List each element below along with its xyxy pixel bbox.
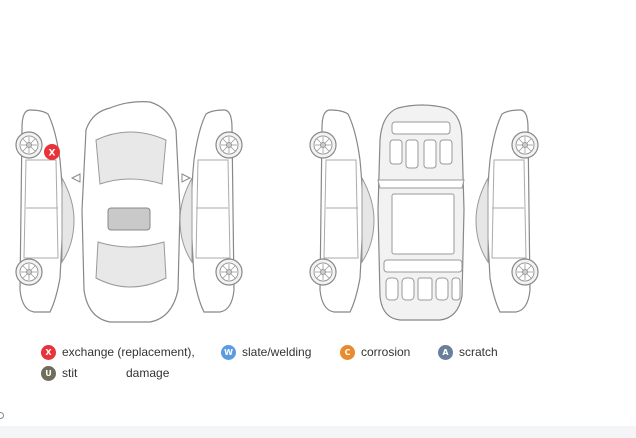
exchange-marker-letter: X	[49, 149, 56, 159]
legend-extra-label: damage	[126, 366, 170, 380]
corrosion-badge-icon: C	[340, 345, 355, 360]
car-frame-view	[377, 104, 465, 321]
legend-item-scratch: A scratch	[438, 345, 498, 360]
legend-label: slate/welding	[242, 345, 312, 359]
legend-item-corrosion: C corrosion	[340, 345, 410, 360]
front-wheel-icon	[511, 131, 539, 159]
bottom-bar	[0, 426, 636, 438]
car-left-side-view-1	[15, 109, 75, 313]
rear-wheel-icon	[15, 258, 43, 286]
exchange-badge-icon: X	[41, 345, 56, 360]
exchange-marker[interactable]: X	[44, 144, 60, 160]
edge-indicator	[0, 412, 4, 419]
car-right-side-view-2	[475, 109, 539, 313]
scratch-badge-icon: A	[438, 345, 453, 360]
legend-item-stit: U stit	[41, 366, 77, 381]
welding-badge-icon: W	[221, 345, 236, 360]
front-wheel-icon	[215, 131, 243, 159]
legend-label: exchange (replacement),	[62, 345, 195, 359]
front-wheel-icon	[15, 131, 43, 159]
car-right-side-view-1	[179, 109, 243, 313]
rear-wheel-icon	[309, 258, 337, 286]
legend-label: stit	[62, 366, 78, 380]
legend-item-welding: W slate/welding	[221, 345, 311, 360]
legend-label: scratch	[459, 345, 498, 359]
rear-wheel-icon	[511, 258, 539, 286]
car-top-view	[70, 101, 192, 323]
rear-wheel-icon	[215, 258, 243, 286]
legend-item-exchange: X exchange (replacement),	[41, 345, 195, 360]
car-left-side-view-2	[309, 109, 375, 313]
stit-badge-icon: U	[41, 366, 56, 381]
vehicle-damage-diagram: X	[15, 101, 539, 323]
legend-label: corrosion	[361, 345, 411, 359]
front-wheel-icon	[309, 131, 337, 159]
